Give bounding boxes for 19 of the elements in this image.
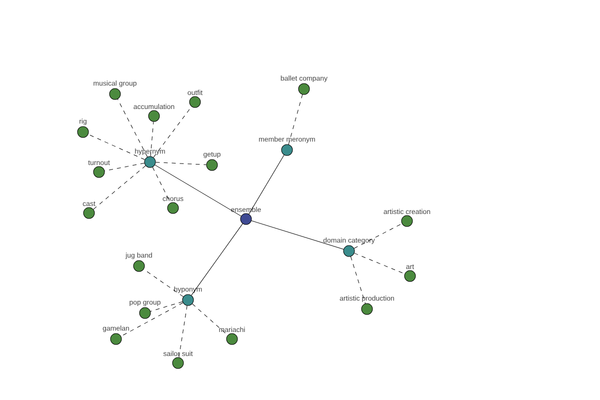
connector-line [154,164,242,216]
dashed-connector [88,134,145,160]
dashed-connector [120,302,184,337]
dashed-connector [354,223,402,249]
dashed-connector [150,121,154,157]
dashed-connector [93,165,146,210]
dashed-connector [104,162,145,172]
dashed-connector [192,304,228,336]
dashed-connector [150,301,183,312]
connector-line [248,154,284,214]
dashed-connector [117,98,148,158]
dashed-connector [156,162,206,165]
dashed-connector [288,94,303,145]
connector-line [251,220,344,250]
dashed-connector [350,256,366,304]
dashed-connector [178,305,188,358]
dashed-connector [354,252,405,274]
dashed-connector [143,269,184,297]
connector-line [191,223,243,296]
